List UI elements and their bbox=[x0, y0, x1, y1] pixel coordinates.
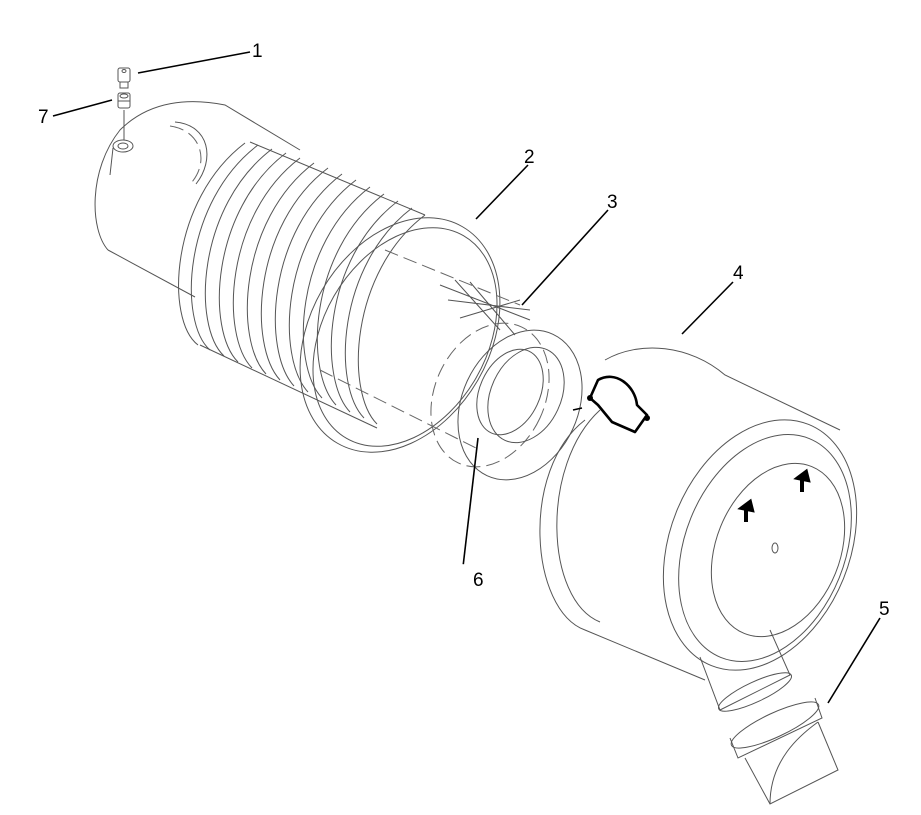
leader-lines bbox=[52, 51, 881, 704]
callout-3: 3 bbox=[607, 192, 618, 213]
callout-1: 1 bbox=[252, 41, 263, 62]
arrow-icon bbox=[737, 498, 755, 522]
seal-ring-part-2 bbox=[299, 217, 501, 453]
housing-body bbox=[94, 101, 426, 429]
arrow-icon bbox=[793, 468, 811, 492]
callout-2: 2 bbox=[524, 147, 535, 168]
callout-4: 4 bbox=[733, 263, 744, 284]
fitting-cap-part-1 bbox=[117, 67, 131, 89]
outlet-tube bbox=[699, 629, 792, 712]
cover-part-4 bbox=[539, 347, 858, 681]
callout-7: 7 bbox=[38, 107, 49, 128]
latch-clamp-icon bbox=[572, 375, 650, 434]
callout-6: 6 bbox=[473, 570, 484, 591]
safety-element-part-6 bbox=[476, 346, 565, 444]
dust-valve-part-5 bbox=[729, 697, 839, 805]
housing-ribs bbox=[178, 141, 426, 429]
callout-5: 5 bbox=[879, 599, 890, 620]
fitting-part-7 bbox=[117, 92, 131, 140]
filter-element-part-3 bbox=[319, 249, 583, 481]
